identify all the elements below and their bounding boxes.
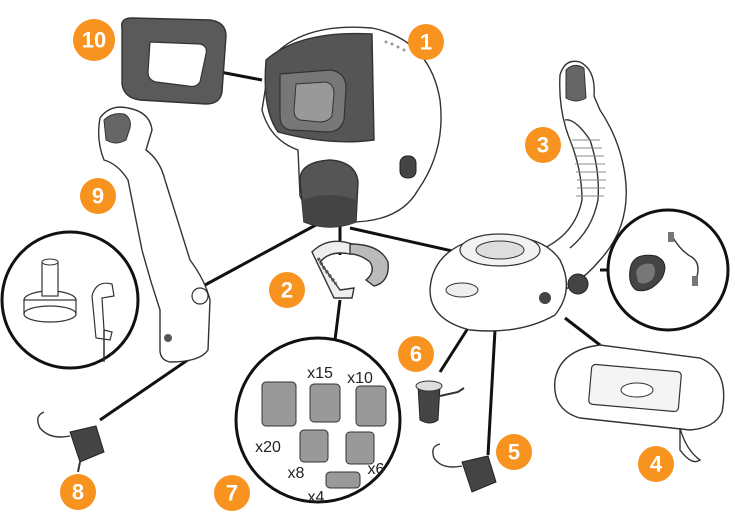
connector-lines (99, 70, 625, 456)
lens-x10 (355, 385, 387, 427)
badge-6: 6 (398, 336, 434, 372)
power-adapter-5 (432, 443, 497, 493)
badge-4: 4 (638, 446, 674, 482)
eyecup-part (121, 17, 227, 105)
line-base-to-adapter5 (486, 329, 497, 456)
mag-label-x20: x20 (255, 439, 281, 456)
lens-x4 (325, 471, 361, 489)
mag-label-x15: x15 (307, 365, 333, 382)
badge-6-label: 6 (410, 342, 422, 367)
viewing-head-part (261, 26, 442, 228)
lens-x15 (309, 383, 341, 423)
badge-8: 8 (60, 474, 96, 510)
line-base-to-cup6 (438, 324, 472, 373)
line-eyecup-to-head (219, 70, 263, 82)
light-cup-part (415, 380, 465, 424)
badge-8-label: 8 (72, 480, 84, 505)
badge-10: 10 (73, 19, 115, 61)
badge-7: 7 (214, 475, 250, 511)
badge-10-label: 10 (82, 28, 106, 53)
badge-1-label: 1 (420, 30, 432, 55)
badge-4-label: 4 (650, 452, 663, 477)
mag-label-x4: x4 (308, 489, 325, 506)
badge-2: 2 (269, 272, 305, 308)
mag-label-x6: x6 (368, 461, 385, 478)
articulated-arm-part (97, 106, 211, 363)
badge-2-label: 2 (281, 278, 293, 303)
line-head-to-arm (204, 218, 326, 287)
badge-9: 9 (80, 178, 116, 214)
power-adapter-8 (37, 411, 105, 473)
badge-5-label: 5 (508, 440, 520, 465)
light-ring-part (311, 240, 389, 299)
lens-x20 (261, 381, 297, 427)
badge-7-label: 7 (226, 481, 238, 506)
accessory-inset (606, 208, 730, 332)
badge-5: 5 (496, 434, 532, 470)
line-lightring-to-lenses (333, 299, 342, 341)
badge-1: 1 (408, 24, 444, 60)
line-arm-to-adapter8 (99, 353, 196, 422)
mag-label-x10: x10 (347, 370, 373, 387)
objective-lenses-group: x15 x10 x20 x8 x6 x4 (234, 336, 402, 506)
badge-3-label: 3 (537, 133, 549, 158)
line-base-to-stage4 (564, 316, 601, 347)
stand-base-part (429, 60, 627, 332)
mag-label-x8: x8 (288, 465, 305, 482)
lens-x8 (299, 429, 329, 463)
badge-9-label: 9 (92, 184, 104, 209)
badge-3: 3 (525, 127, 561, 163)
stage-plate-part (554, 344, 725, 463)
clamp-inset (0, 230, 140, 370)
lens-x6 (345, 431, 375, 465)
